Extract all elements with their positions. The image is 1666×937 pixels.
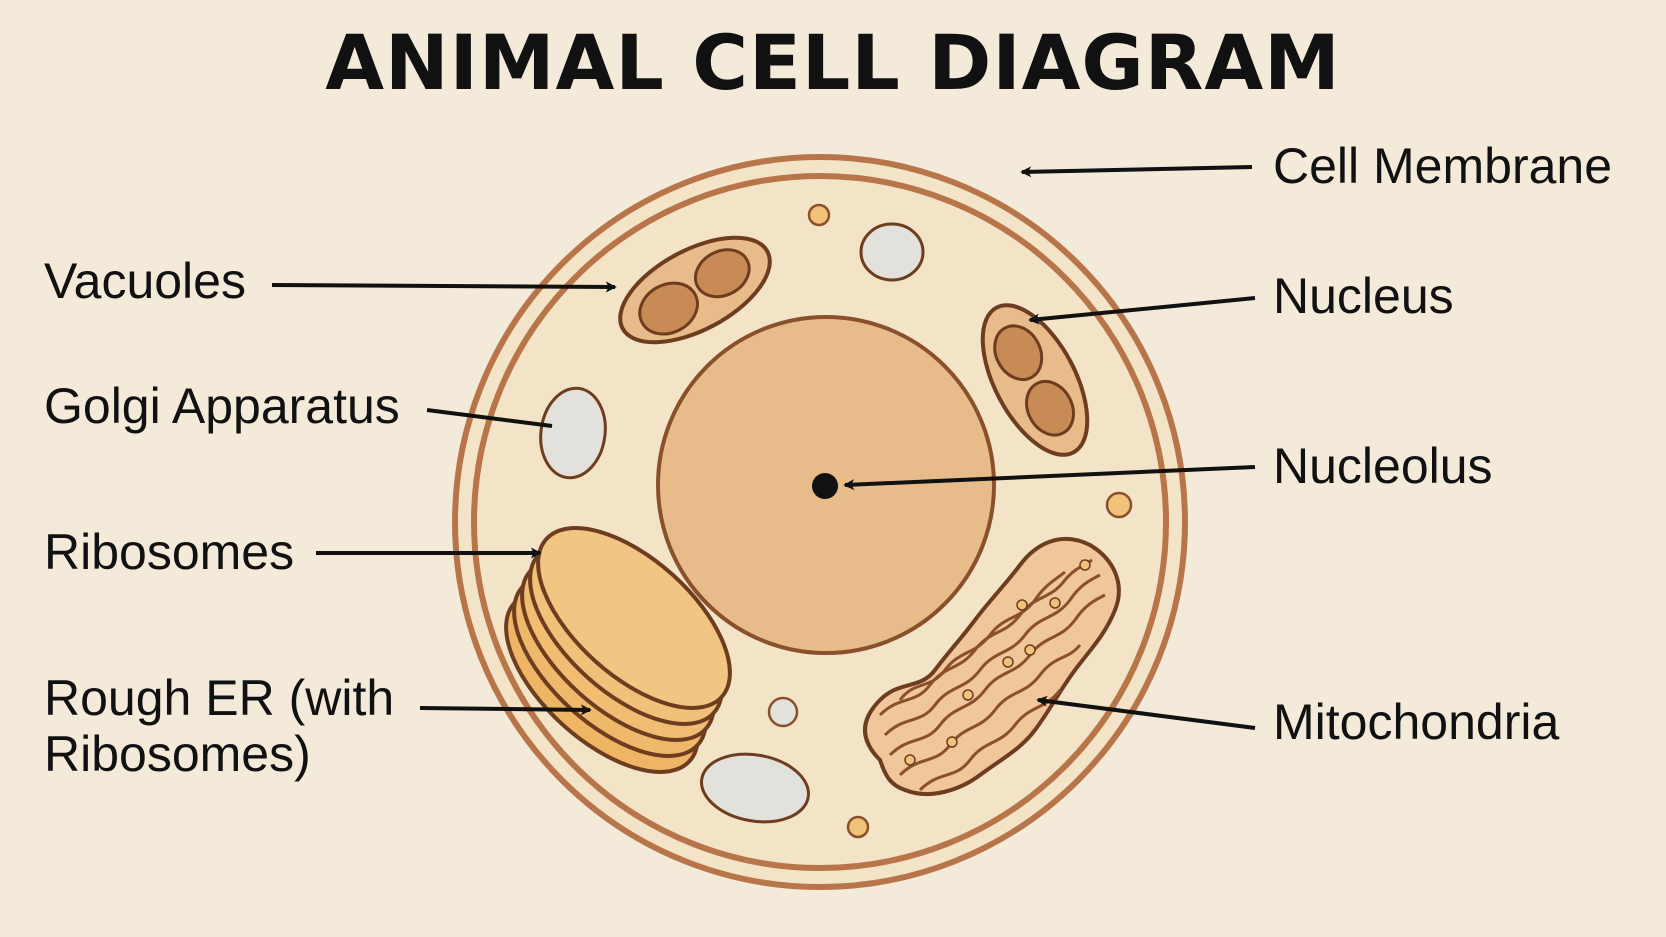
arrow-nucleolus [843,465,1256,491]
label-ribosomes: Ribosomes [44,524,295,580]
vesicle [859,222,925,282]
small-vesicle [767,696,799,728]
label-mitochondria: Mitochondria [1273,694,1560,750]
label-vacuoles: Vacuoles [44,253,246,309]
label-rough-er: Rough ER (with Ribosomes) [44,670,395,782]
er-disc-stack [504,526,732,774]
vesicles [539,203,1133,839]
arrow-cell-membrane [1020,165,1253,178]
label-nucleolus: Nucleolus [1273,438,1493,494]
arrow-nucleus [1028,296,1256,325]
label-nucleus: Nucleus [1273,268,1454,324]
vesicle [700,752,810,824]
nucleus-label-organelle [980,303,1090,457]
mitochondria-organelle [863,536,1121,797]
arrow-mitochondria [1036,695,1256,730]
small-granule [846,815,870,839]
vacuole-organelle [618,235,772,345]
small-granule [807,203,831,227]
small-granule [1105,491,1133,519]
arrow-golgi [426,408,553,428]
nucleolus [812,473,838,499]
leader-arrows [271,165,1256,730]
vesicle [539,386,607,480]
arrow-vacuoles [271,281,617,293]
diagram-title: ANIMAL CELL DIAGRAM [325,18,1341,107]
label-golgi-apparatus: Golgi Apparatus [44,378,400,434]
label-cell-membrane: Cell Membrane [1273,138,1613,194]
arrow-rough-er [419,704,592,716]
